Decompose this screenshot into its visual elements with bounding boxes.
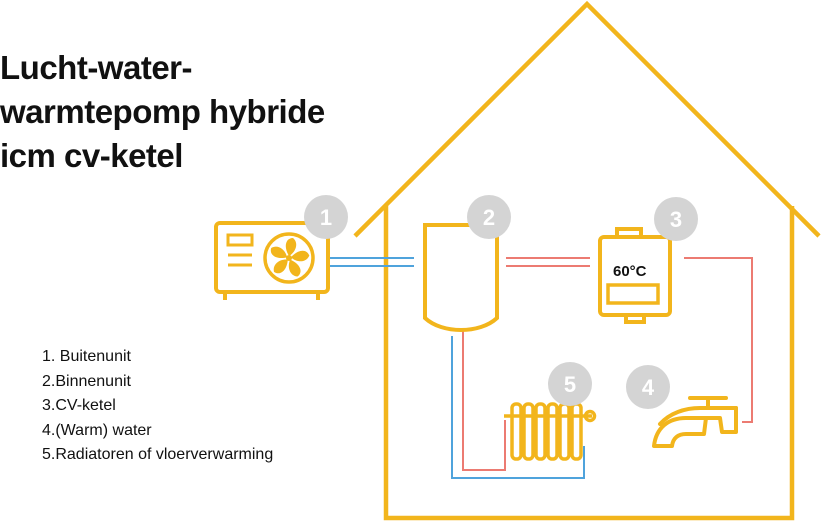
legend-item: 3.CV-ketel: [42, 394, 273, 419]
badge-4-number: 4: [642, 375, 655, 400]
legend-label: CV-ketel: [55, 397, 116, 414]
legend-item: 1. Buitenunit: [42, 345, 273, 370]
pipe-boiler-tap: [684, 257, 753, 423]
legend-label: Buitenunit: [59, 348, 131, 365]
title-line: warmtepomp hybride: [0, 93, 325, 130]
tap-icon: [652, 396, 738, 448]
legend-item: 5.Radiatoren of vloerverwarming: [42, 443, 273, 468]
pipe-radiator-supply: [462, 330, 506, 471]
badge-2: 2: [467, 195, 511, 239]
badge-2-number: 2: [483, 205, 495, 230]
pipes: [330, 257, 753, 479]
legend-label: (Warm) water: [55, 421, 152, 439]
legend-number: 5.: [42, 446, 56, 463]
legend-label: Radiatoren of vloerverwarming: [55, 446, 274, 463]
boiler-icon: [598, 227, 672, 324]
title-line: Lucht-water-: [0, 49, 193, 86]
title-line: icm cv-ketel: [0, 137, 183, 174]
legend-number: 2.: [42, 372, 56, 390]
legend-item: 2.Binnenunit: [42, 370, 273, 395]
boiler-temperature: 60°C: [613, 263, 647, 280]
legend-number: 1.: [42, 348, 56, 365]
legend-number: 4.: [42, 421, 56, 439]
badge-5: 5: [548, 362, 592, 406]
legend-label: Binnenunit: [55, 372, 131, 390]
badge-3-number: 3: [670, 207, 682, 232]
page-title: Lucht-water- warmtepomp hybride icm cv-k…: [0, 46, 380, 178]
badge-5-number: 5: [564, 372, 576, 397]
legend-list: 1. Buitenunit 2.Binnenunit 3.CV-ketel 4.…: [42, 345, 273, 468]
pipe-radiator-return: [451, 336, 585, 479]
legend-item: 4.(Warm) water: [42, 419, 273, 444]
badge-3: 3: [654, 197, 698, 241]
badge-1-number: 1: [320, 205, 332, 230]
badge-4: 4: [626, 365, 670, 409]
indoor-unit-tank-icon: [423, 223, 499, 332]
outdoor-unit-fan-icon: [214, 221, 330, 300]
badge-1: 1: [304, 195, 348, 239]
legend-number: 3.: [42, 397, 56, 414]
radiator-icon: [504, 402, 597, 461]
house-outline: [353, 0, 821, 521]
